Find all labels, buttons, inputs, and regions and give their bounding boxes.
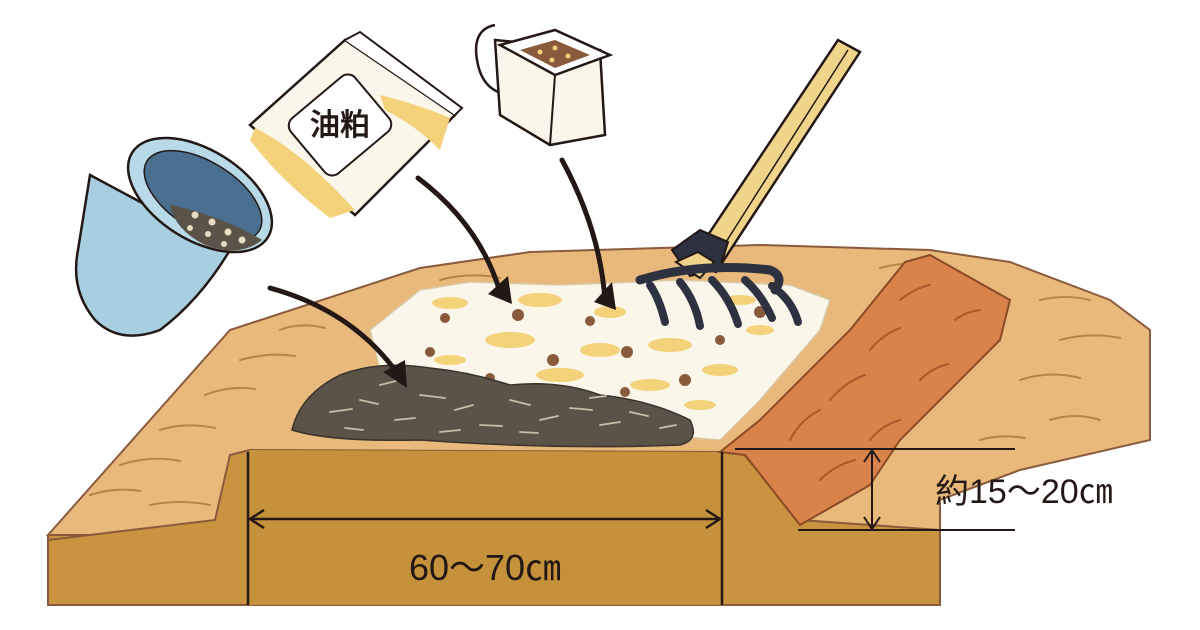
oilcake-bag-label: 油粕: [310, 108, 370, 143]
compost-pile: [291, 364, 695, 448]
oilcake-label-panel: 油粕: [287, 73, 393, 177]
compost-bucket: [74, 136, 274, 337]
arrow-heads: [383, 276, 616, 388]
arrows: [267, 157, 608, 373]
lime-cup: [474, 23, 614, 147]
oilcake-patches: [432, 293, 774, 410]
arrow-oilcake: [415, 175, 503, 295]
width-dimension: [246, 452, 724, 605]
garden-rake: [635, 38, 862, 330]
depth-label: 約15〜20㎝: [935, 473, 1113, 511]
trench-right-wall: [717, 253, 1012, 527]
width-label: 60〜70㎝: [409, 547, 561, 588]
trench-cross-section: [47, 448, 941, 606]
arrow-lime: [559, 157, 608, 303]
depth-dimension: [735, 448, 1015, 531]
arrow-compost: [267, 285, 398, 373]
oilcake-bag: 油粕: [248, 30, 464, 218]
